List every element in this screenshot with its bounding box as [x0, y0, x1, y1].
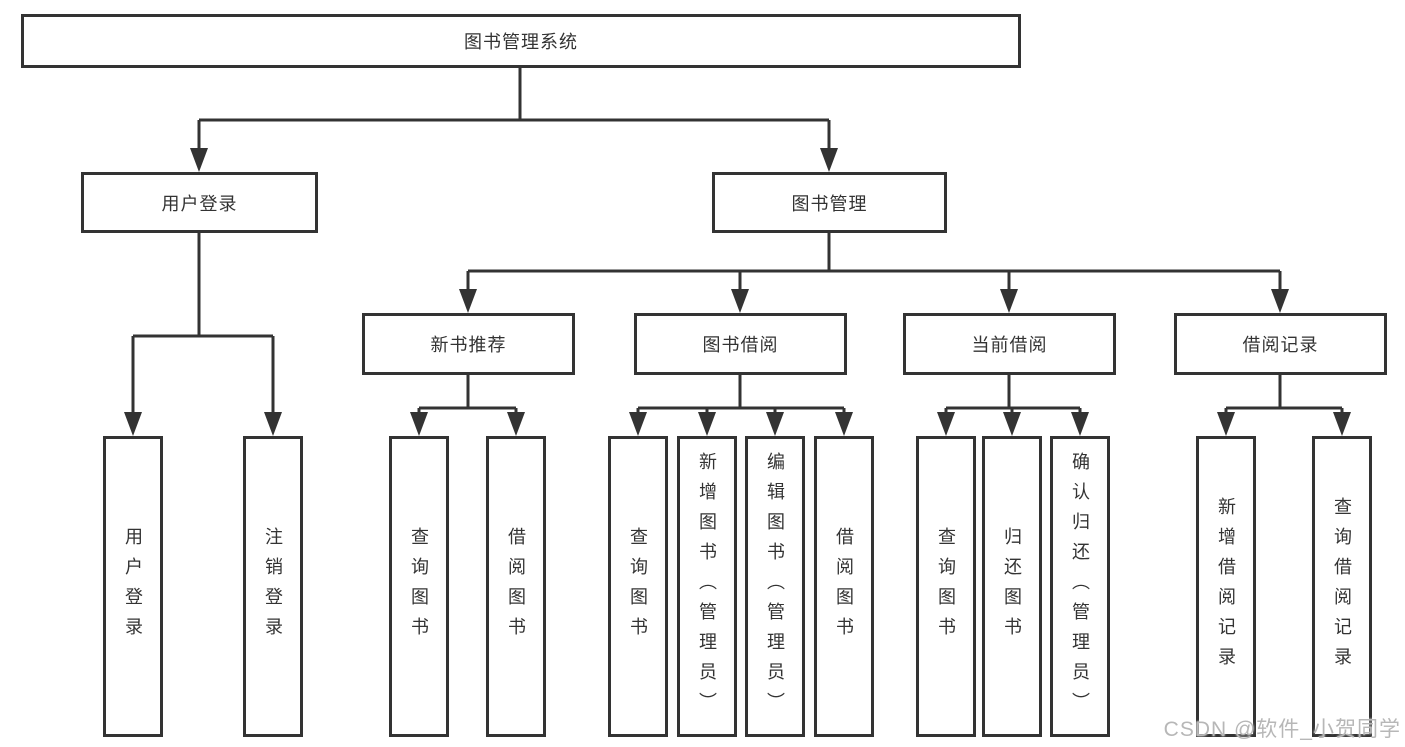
- leaf-borrow-books-recommend: 借阅图书: [486, 436, 546, 737]
- node-new-book-recommendation: 新书推荐: [362, 313, 575, 375]
- node-current-borrowing: 当前借阅: [903, 313, 1116, 375]
- node-book-borrowing: 图书借阅: [634, 313, 847, 375]
- leaf-label: 新增图书（管理员）: [697, 451, 717, 722]
- arrowhead-down-icon: [698, 412, 716, 436]
- node-book-management: 图书管理: [712, 172, 947, 233]
- node-borrowing-records: 借阅记录: [1174, 313, 1387, 375]
- arrowhead-down-icon: [1271, 289, 1289, 313]
- node-label: 图书管理系统: [464, 32, 578, 52]
- arrowhead-down-icon: [835, 412, 853, 436]
- leaf-query-books-current: 查询图书: [916, 436, 976, 737]
- node-label: 图书借阅: [702, 335, 779, 355]
- leaf-label: 归还图书: [1002, 526, 1022, 647]
- arrowhead-down-icon: [190, 148, 208, 172]
- node-library-management-system: 图书管理系统: [21, 14, 1021, 68]
- leaf-edit-books-admin: 编辑图书（管理员）: [745, 436, 805, 737]
- arrowhead-down-icon: [507, 412, 525, 436]
- node-label: 用户登录: [161, 193, 238, 214]
- leaf-query-books-borrow: 查询图书: [608, 436, 668, 737]
- node-label: 图书管理: [791, 193, 868, 214]
- leaf-label: 注销登录: [263, 526, 283, 647]
- arrowhead-down-icon: [124, 412, 142, 436]
- leaf-label: 编辑图书（管理员）: [765, 451, 785, 722]
- leaf-borrow-books: 借阅图书: [814, 436, 874, 737]
- leaf-user-login: 用户登录: [103, 436, 163, 737]
- node-label: 当前借阅: [971, 335, 1048, 355]
- arrowhead-down-icon: [1071, 412, 1089, 436]
- node-user-login: 用户登录: [81, 172, 318, 233]
- arrowhead-down-icon: [937, 412, 955, 436]
- leaf-label: 新增借阅记录: [1216, 496, 1236, 677]
- leaf-return-books: 归还图书: [982, 436, 1042, 737]
- leaf-add-books-admin: 新增图书（管理员）: [677, 436, 737, 737]
- node-label: 借阅记录: [1242, 335, 1319, 355]
- arrowhead-down-icon: [820, 148, 838, 172]
- leaf-label: 查询图书: [936, 526, 956, 647]
- leaf-query-books-recommend: 查询图书: [389, 436, 449, 737]
- arrowhead-down-icon: [629, 412, 647, 436]
- leaf-logout-login: 注销登录: [243, 436, 303, 737]
- leaf-label: 用户登录: [123, 526, 143, 647]
- arrowhead-down-icon: [410, 412, 428, 436]
- leaf-label: 查询图书: [409, 526, 429, 647]
- arrowhead-down-icon: [1000, 289, 1018, 313]
- leaf-query-borrow-record: 查询借阅记录: [1312, 436, 1372, 737]
- leaf-label: 确认归还（管理员）: [1070, 451, 1090, 722]
- arrowhead-down-icon: [1333, 412, 1351, 436]
- leaf-label: 查询图书: [628, 526, 648, 647]
- leaf-confirm-return-admin: 确认归还（管理员）: [1050, 436, 1110, 737]
- arrowhead-down-icon: [1217, 412, 1235, 436]
- node-label: 新书推荐: [430, 335, 507, 355]
- csdn-watermark: CSDN @软件_小贺同学: [1163, 718, 1401, 741]
- arrowhead-down-icon: [766, 412, 784, 436]
- arrowhead-down-icon: [459, 289, 477, 313]
- arrowhead-down-icon: [264, 412, 282, 436]
- leaf-label: 借阅图书: [506, 526, 526, 647]
- leaf-add-borrow-record: 新增借阅记录: [1196, 436, 1256, 737]
- arrowhead-down-icon: [731, 289, 749, 313]
- arrowhead-down-icon: [1003, 412, 1021, 436]
- leaf-label: 查询借阅记录: [1332, 496, 1352, 677]
- leaf-label: 借阅图书: [834, 526, 854, 647]
